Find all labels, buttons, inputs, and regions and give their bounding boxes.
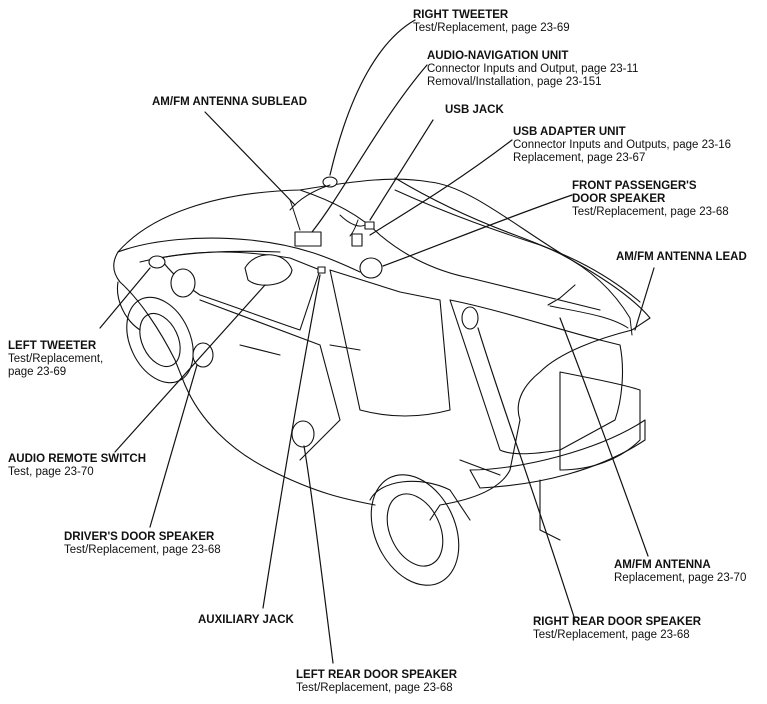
usb-adapter-unit-ref-2: Replacement, page 23-67 (513, 152, 646, 164)
front-passenger-door-speaker-ref: Test/Replacement, page 23-68 (572, 206, 729, 218)
audio-navigation-unit-ref-2: Removal/Installation, page 23-151 (427, 76, 602, 88)
left-tweeter-label: LEFT TWEETER (8, 340, 97, 352)
am-fm-antenna-ref: Replacement, page 23-70 (614, 572, 747, 584)
left-tweeter-ref-1: Test/Replacement, (8, 353, 104, 365)
audio-remote-switch-label: AUDIO REMOTE SWITCH (8, 453, 146, 465)
steering-wheel-icon (244, 254, 293, 286)
drivers-door-speaker-ref: Test/Replacement, page 23-68 (64, 544, 221, 556)
front-passenger-door-speaker-label-2: DOOR SPEAKER (572, 193, 666, 205)
callout-audio-remote-switch: AUDIO REMOTE SWITCH Test, page 23-70 (8, 453, 146, 479)
usb-adapter-unit-icon (351, 233, 363, 247)
audio-navigation-unit-label: AUDIO-NAVIGATION UNIT (427, 50, 569, 62)
audio-navigation-unit-ref-1: Connector Inputs and Output, page 23-11 (427, 63, 639, 75)
audio-navigation-unit-icon (294, 231, 322, 247)
callout-usb-jack: USB JACK (445, 104, 504, 117)
callout-auxiliary-jack: AUXILIARY JACK (198, 614, 294, 627)
callout-left-tweeter: LEFT TWEETER Test/Replacement, page 23-6… (8, 340, 103, 379)
front-passenger-door-speaker-label-1: FRONT PASSENGER'S (572, 180, 697, 192)
auxiliary-jack-label: AUXILIARY JACK (198, 614, 294, 626)
antenna-wiring (289, 184, 633, 336)
usb-jack-icon (364, 221, 375, 230)
am-fm-antenna-icon (547, 284, 576, 306)
callout-right-tweeter: RIGHT TWEETER Test/Replacement, page 23-… (413, 9, 570, 35)
right-tweeter-ref: Test/Replacement, page 23-69 (413, 22, 570, 34)
callout-right-rear-door-speaker: RIGHT REAR DOOR SPEAKER Test/Replacement… (533, 616, 701, 642)
right-rear-door-speaker-icon (461, 306, 479, 330)
callout-audio-navigation-unit: AUDIO-NAVIGATION UNIT Connector Inputs a… (427, 50, 638, 89)
callout-am-fm-antenna-sublead: AM/FM ANTENNA SUBLEAD (152, 96, 307, 109)
right-tweeter-label: RIGHT TWEETER (413, 9, 509, 21)
callout-am-fm-antenna: AM/FM ANTENNA Replacement, page 23-70 (614, 559, 746, 585)
usb-adapter-unit-ref-1: Connector Inputs and Outputs, page 23-16 (513, 139, 732, 151)
left-tweeter-icon (148, 255, 166, 269)
car-body-outline (113, 177, 651, 586)
left-mirror-icon (170, 268, 196, 298)
am-fm-antenna-lead-label: AM/FM ANTENNA LEAD (616, 251, 747, 263)
left-rear-door-speaker-ref: Test/Replacement, page 23-68 (296, 682, 453, 694)
front-passenger-door-speaker-icon (359, 257, 383, 279)
right-tweeter-icon (322, 176, 338, 188)
callout-front-passenger-door-speaker: FRONT PASSENGER'S DOOR SPEAKER Test/Repl… (572, 180, 729, 219)
right-rear-door-speaker-ref: Test/Replacement, page 23-68 (533, 629, 690, 641)
usb-jack-label: USB JACK (445, 104, 504, 116)
leader-lines (99, 19, 655, 664)
callout-am-fm-antenna-lead: AM/FM ANTENNA LEAD (616, 251, 747, 264)
audio-remote-switch-ref: Test, page 23-70 (8, 466, 94, 478)
callout-drivers-door-speaker: DRIVER'S DOOR SPEAKER Test/Replacement, … (64, 531, 221, 557)
drivers-door-speaker-label: DRIVER'S DOOR SPEAKER (64, 531, 215, 543)
right-rear-door-speaker-label: RIGHT REAR DOOR SPEAKER (533, 616, 702, 628)
auxiliary-jack-icon (317, 266, 326, 274)
callout-left-rear-door-speaker: LEFT REAR DOOR SPEAKER Test/Replacement,… (296, 669, 457, 695)
left-rear-door-speaker-icon (291, 420, 315, 448)
left-tweeter-ref-2: page 23-69 (8, 366, 67, 378)
am-fm-antenna-sublead-label: AM/FM ANTENNA SUBLEAD (152, 96, 308, 108)
am-fm-antenna-label: AM/FM ANTENNA (614, 559, 711, 571)
usb-adapter-unit-label: USB ADAPTER UNIT (513, 126, 626, 138)
left-rear-door-speaker-label: LEFT REAR DOOR SPEAKER (296, 669, 458, 681)
callout-usb-adapter-unit: USB ADAPTER UNIT Connector Inputs and Ou… (513, 126, 731, 165)
